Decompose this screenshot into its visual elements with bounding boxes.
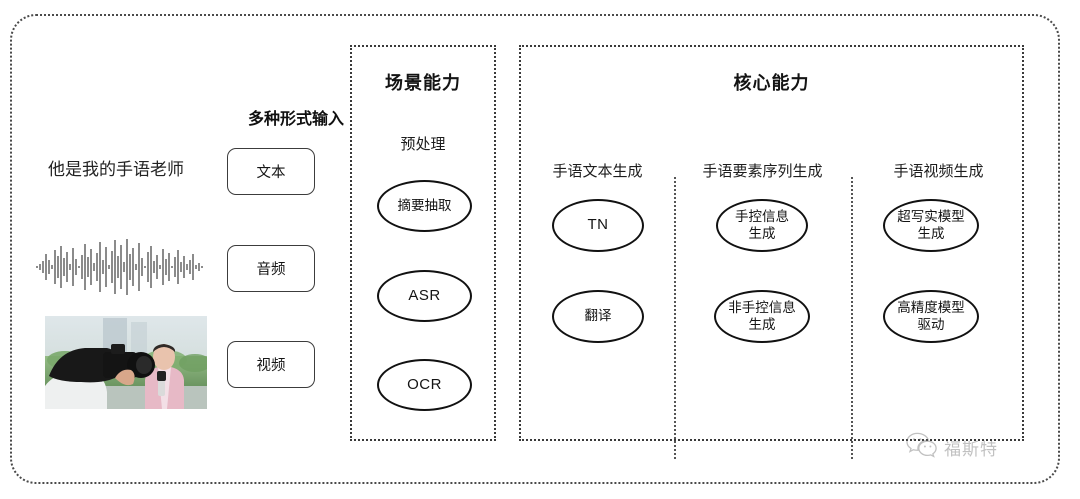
node-ocr[interactable]: OCR bbox=[377, 359, 472, 411]
node-translation-label: 翻译 bbox=[584, 308, 612, 324]
modality-chip-text[interactable]: 文本 bbox=[227, 148, 315, 195]
node-nonmanual-feature-generation[interactable]: 非手控信息 生成 bbox=[714, 290, 810, 343]
modality-chip-audio-label: 音频 bbox=[256, 262, 286, 278]
video-thumbnail bbox=[45, 316, 207, 409]
node-ocr-label: OCR bbox=[407, 375, 442, 393]
node-asr[interactable]: ASR bbox=[377, 270, 472, 322]
node-line-1: 非手控信息 bbox=[728, 300, 796, 316]
core-capability-panel: 核心能力 手语文本生成 TN 翻译 手语要素序列生成 手控信息 生成 非手控信息… bbox=[519, 45, 1024, 459]
wechat-icon bbox=[906, 432, 938, 463]
node-high-precision-model-driving-label: 高精度模型 驱动 bbox=[897, 300, 965, 333]
node-line-1: 超写实模型 bbox=[897, 209, 965, 225]
scene-capability-title: 场景能力 bbox=[385, 73, 461, 93]
node-translation[interactable]: 翻译 bbox=[552, 290, 644, 343]
core-panel-divider-1 bbox=[674, 177, 676, 459]
node-line-2: 生成 bbox=[917, 225, 945, 241]
modality-chip-video-label: 视频 bbox=[256, 358, 286, 374]
node-manual-feature-generation-label: 手控信息 生成 bbox=[735, 209, 789, 242]
node-hyperrealistic-model-generation-label: 超写实模型 生成 bbox=[897, 209, 965, 242]
node-high-precision-model-driving[interactable]: 高精度模型 驱动 bbox=[883, 290, 979, 343]
sample-text: 他是我的手语老师 bbox=[48, 160, 184, 179]
core-capability-title: 核心能力 bbox=[733, 73, 810, 93]
scene-column-heading-preprocess: 预处理 bbox=[400, 136, 446, 153]
core-column-heading-sign-video: 手语视频生成 bbox=[893, 163, 984, 180]
core-column-heading-sign-text: 手语文本生成 bbox=[552, 163, 643, 180]
node-asr-label: ASR bbox=[408, 286, 441, 304]
node-line-1: 高精度模型 bbox=[897, 300, 965, 316]
node-tn[interactable]: TN bbox=[552, 199, 644, 252]
node-manual-feature-generation[interactable]: 手控信息 生成 bbox=[716, 199, 808, 252]
scene-capability-panel: 场景能力 预处理 摘要抽取 ASR OCR bbox=[350, 45, 496, 441]
node-line-1: 手控信息 bbox=[735, 209, 789, 225]
modality-chip-video[interactable]: 视频 bbox=[227, 341, 315, 388]
node-line-2: 生成 bbox=[748, 316, 776, 332]
node-tn-label: TN bbox=[587, 216, 609, 234]
outer-frame bbox=[10, 14, 1060, 484]
watermark: 福斯特 bbox=[906, 432, 998, 463]
modality-chip-audio[interactable]: 音频 bbox=[227, 245, 315, 292]
node-line-2: 生成 bbox=[748, 225, 776, 241]
watermark-text: 福斯特 bbox=[944, 440, 998, 459]
core-column-heading-sign-element-sequence: 手语要素序列生成 bbox=[702, 163, 823, 180]
node-summary-extraction[interactable]: 摘要抽取 bbox=[377, 180, 472, 232]
audio-waveform-icon bbox=[35, 236, 210, 298]
input-caption: 多种形式输入 bbox=[248, 111, 345, 128]
input-panel: 多种形式输入 他是我的手语老师 bbox=[30, 60, 344, 440]
node-hyperrealistic-model-generation[interactable]: 超写实模型 生成 bbox=[883, 199, 979, 252]
node-summary-extraction-label: 摘要抽取 bbox=[397, 197, 452, 213]
node-line-2: 驱动 bbox=[917, 316, 945, 332]
node-nonmanual-feature-generation-label: 非手控信息 生成 bbox=[728, 300, 796, 333]
modality-chip-text-label: 文本 bbox=[256, 165, 286, 181]
core-panel-divider-2 bbox=[851, 177, 853, 459]
